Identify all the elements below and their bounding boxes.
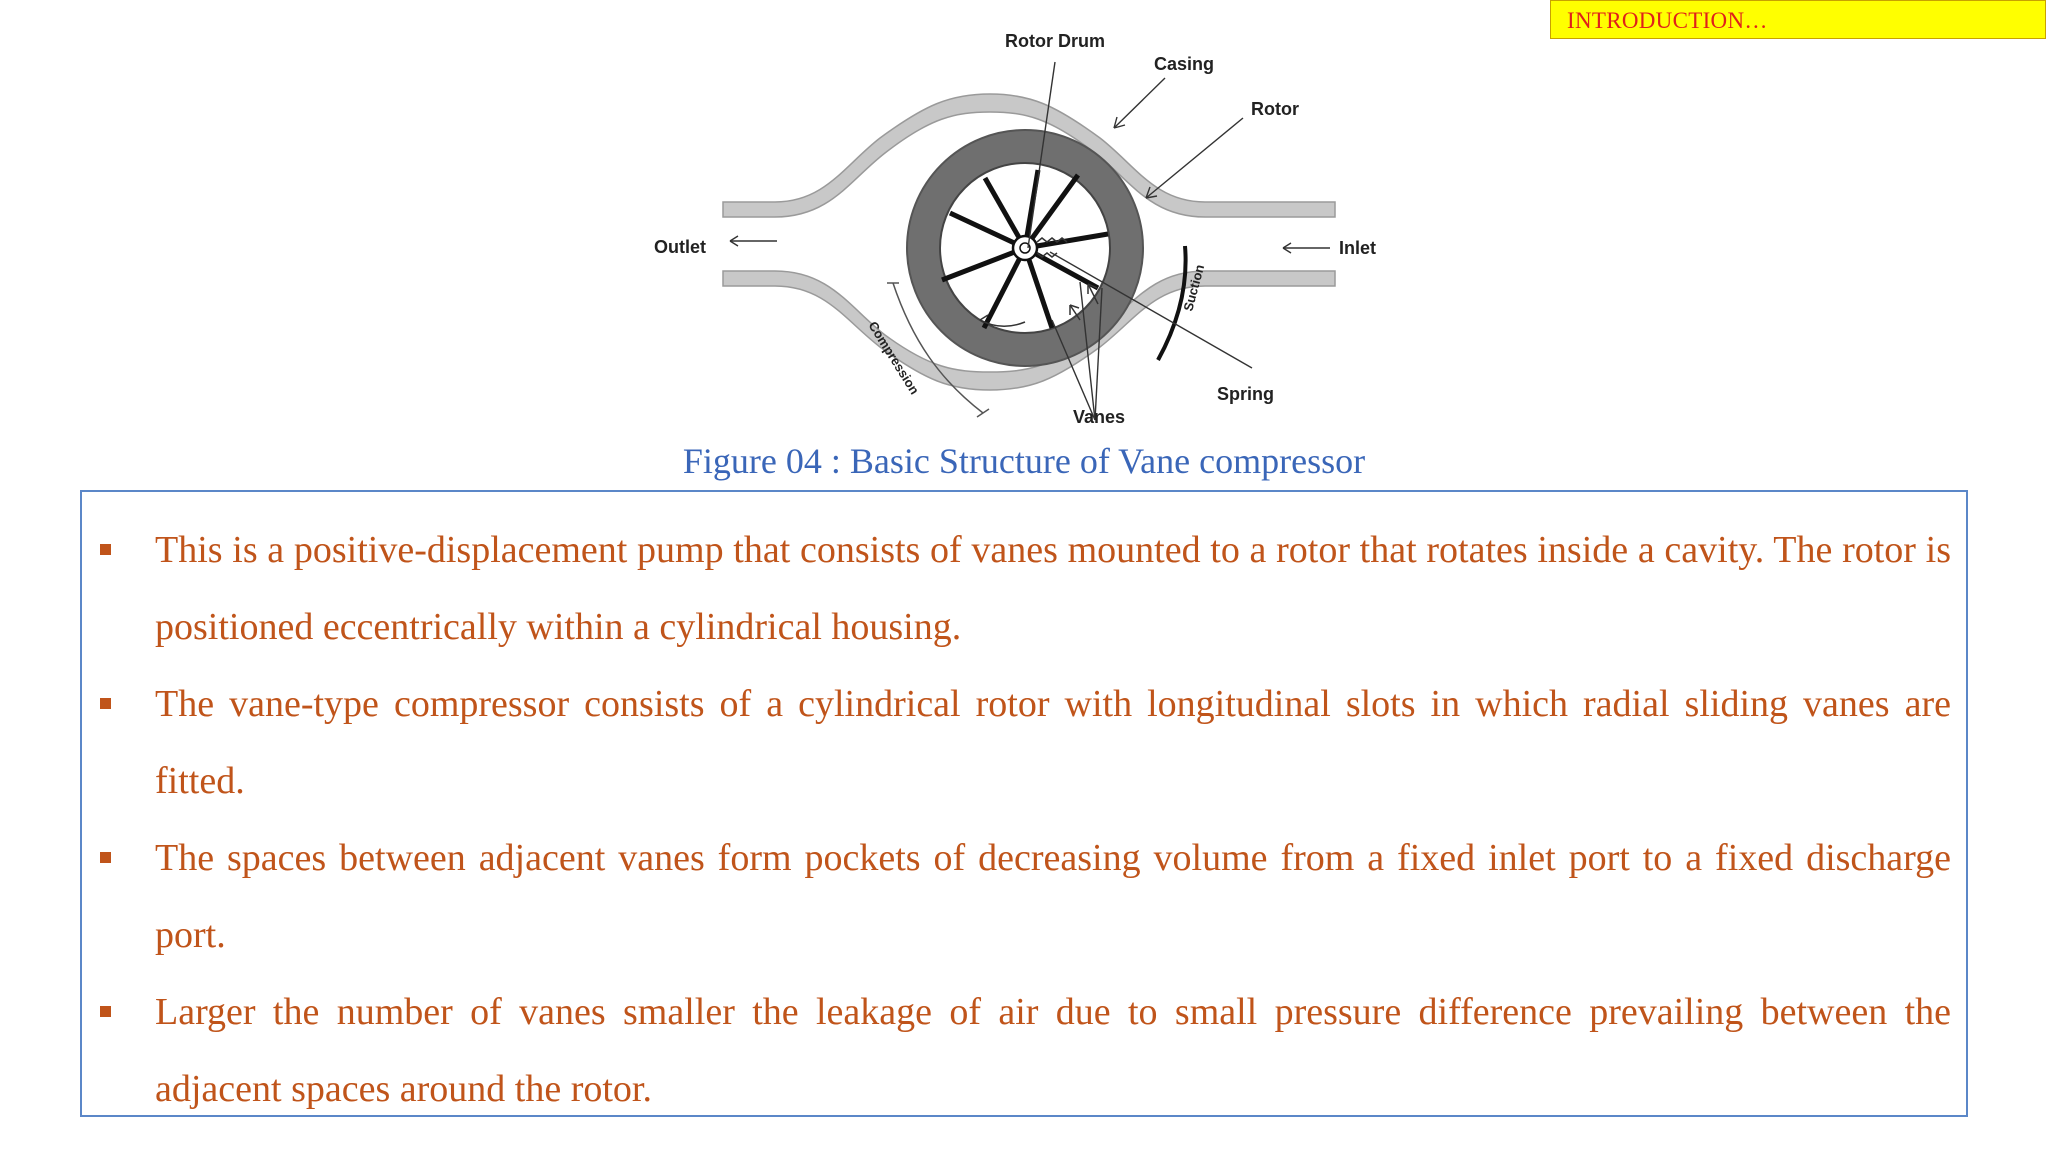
- rotor-label: Rotor: [1251, 99, 1299, 119]
- rotor-drum-label: Rotor Drum: [1005, 31, 1105, 51]
- list-item: The spaces between adjacent vanes form p…: [82, 820, 1951, 974]
- bullet-list: This is a positive-displacement pump tha…: [82, 512, 1951, 1128]
- square-bullet-icon: [100, 1006, 111, 1017]
- bullet-text: This is a positive-displacement pump tha…: [155, 529, 1951, 648]
- square-bullet-icon: [100, 698, 111, 709]
- casing-lower: [722, 270, 1336, 391]
- bullet-text: Larger the number of vanes smaller the l…: [155, 991, 1951, 1110]
- list-item: Larger the number of vanes smaller the l…: [82, 974, 1951, 1128]
- spring-coil: [1036, 237, 1068, 243]
- list-item: The vane-type compressor consists of a c…: [82, 666, 1951, 820]
- vane-group: [941, 169, 1109, 330]
- leader-lines: [729, 61, 1330, 421]
- content-box: This is a positive-displacement pump tha…: [80, 490, 1968, 1117]
- casing-upper: [722, 93, 1336, 218]
- vanes-label: Vanes: [1073, 407, 1125, 427]
- outlet-label: Outlet: [654, 237, 706, 257]
- spring-label: Spring: [1217, 384, 1274, 404]
- casing-label: Casing: [1154, 54, 1214, 74]
- suction-arc: [1156, 245, 1188, 361]
- bullet-text: The vane-type compressor consists of a c…: [155, 683, 1951, 802]
- figure-caption: Figure 04 : Basic Structure of Vane comp…: [682, 441, 1366, 481]
- list-item: This is a positive-displacement pump tha…: [82, 512, 1951, 666]
- section-badge: INTRODUCTION…: [1550, 0, 2046, 39]
- vane-compressor-diagram: Suction Compression Rotor Drum Casing Ro…: [654, 31, 1376, 427]
- compression-line: [892, 282, 984, 414]
- bullet-text: The spaces between adjacent vanes form p…: [155, 837, 1951, 956]
- inlet-label: Inlet: [1339, 238, 1376, 258]
- rotation-arrows: [979, 283, 1099, 327]
- square-bullet-icon: [100, 852, 111, 863]
- square-bullet-icon: [100, 544, 111, 555]
